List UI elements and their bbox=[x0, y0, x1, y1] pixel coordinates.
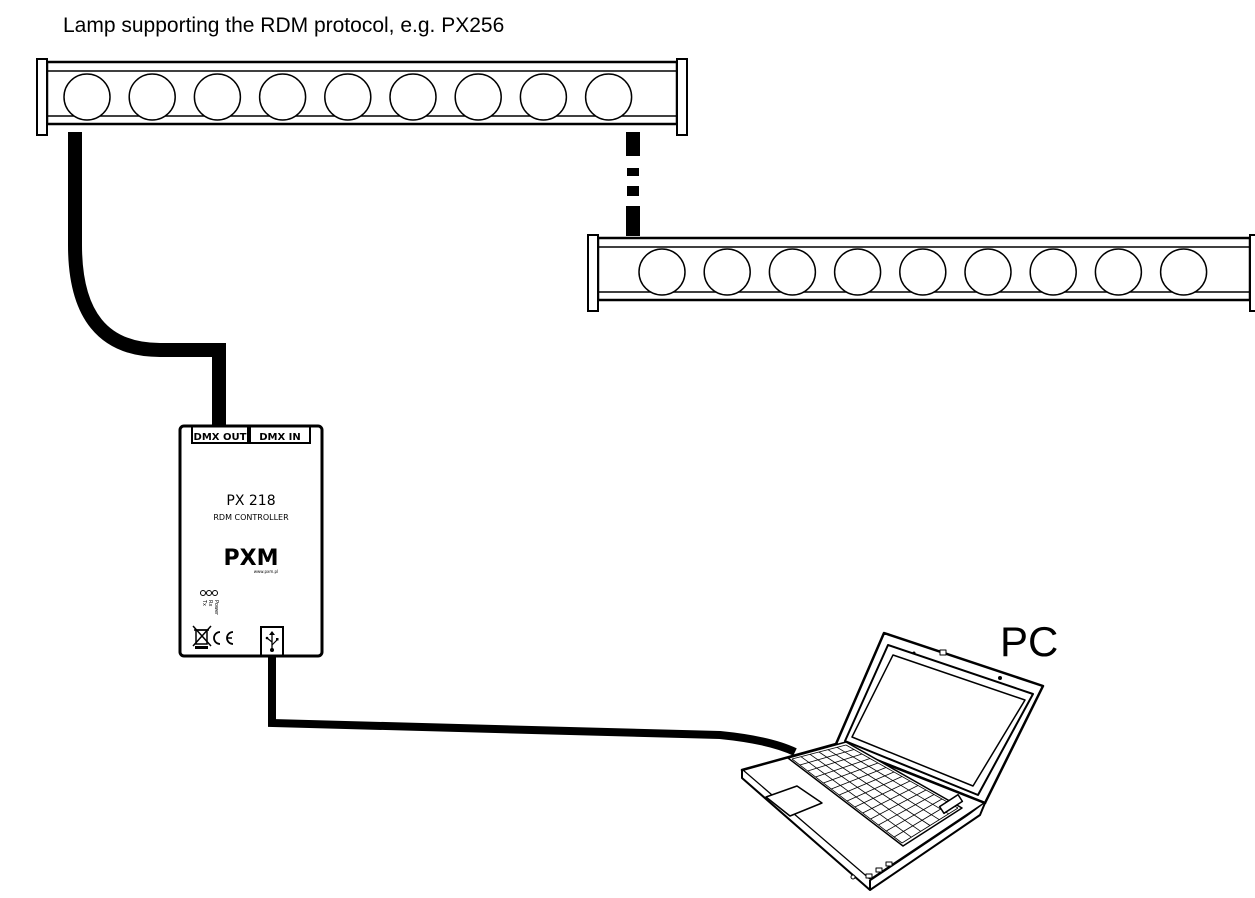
led-circle bbox=[1159, 248, 1208, 296]
led-circle bbox=[899, 248, 947, 296]
dmx-cable bbox=[68, 132, 226, 426]
ce-mark-icon bbox=[213, 631, 234, 645]
weee-bin-icon bbox=[192, 625, 212, 649]
usb-port-icon bbox=[260, 626, 284, 656]
controller-subtitle: RDM CONTROLLER bbox=[213, 513, 289, 522]
led-circle bbox=[128, 73, 176, 121]
dashed-dmx-link bbox=[626, 132, 640, 236]
keyboard-col-line bbox=[823, 762, 879, 784]
led-circle bbox=[768, 248, 817, 296]
led-circle bbox=[193, 73, 242, 121]
keyboard-col-line bbox=[799, 749, 855, 766]
controller-model: PX 218 bbox=[226, 493, 275, 509]
laptop-pc bbox=[740, 631, 1045, 891]
led-circle bbox=[833, 248, 882, 296]
led-circle bbox=[258, 73, 307, 121]
brand-logo: PXM bbox=[224, 546, 279, 571]
keyboard-col-line bbox=[807, 753, 863, 772]
usb-cable bbox=[268, 652, 797, 756]
keyboard-col-line bbox=[831, 767, 887, 790]
keyboard-col-line bbox=[862, 785, 919, 814]
status-leds: Tx Rx Power bbox=[200, 590, 219, 616]
led-circle bbox=[638, 248, 686, 296]
led-label-tx: Tx bbox=[201, 599, 207, 606]
led-circle bbox=[584, 73, 633, 121]
led-circle bbox=[63, 73, 111, 121]
keyboard-col-line bbox=[846, 776, 903, 802]
keyboard-col-line bbox=[815, 758, 871, 778]
led-circle bbox=[324, 73, 372, 121]
lamp-bottom bbox=[587, 234, 1255, 312]
keyboard-col-line bbox=[870, 789, 927, 820]
keyboard-col-line bbox=[878, 794, 935, 826]
port-in-label: DMX IN bbox=[259, 432, 301, 443]
brand-website: www.pxm.pl bbox=[254, 569, 278, 574]
pc-label: PC bbox=[1000, 618, 1059, 665]
port-out-label: DMX OUT bbox=[194, 432, 247, 443]
led-circle bbox=[454, 73, 502, 121]
led-circle bbox=[389, 73, 437, 121]
lamp-top bbox=[36, 58, 688, 136]
keyboard-col-line bbox=[791, 744, 847, 760]
rdm-controller: DMX OUT DMX IN PX 218 RDM CONTROLLER PXM… bbox=[178, 424, 324, 658]
keyboard-col-line bbox=[886, 798, 943, 832]
led-circle bbox=[1094, 248, 1143, 296]
keyboard-col-line bbox=[854, 780, 911, 808]
keyboard-col-line bbox=[901, 807, 959, 844]
led-circle bbox=[703, 248, 751, 296]
led-label-power: Power bbox=[213, 600, 219, 616]
lamp-caption: Lamp supporting the RDM protocol, e.g. P… bbox=[63, 14, 505, 37]
led-circle bbox=[1029, 248, 1077, 296]
led-label-rx: Rx bbox=[207, 600, 213, 606]
keyboard-col-line bbox=[838, 771, 895, 796]
led-circle bbox=[519, 73, 568, 121]
led-circle bbox=[964, 248, 1012, 296]
